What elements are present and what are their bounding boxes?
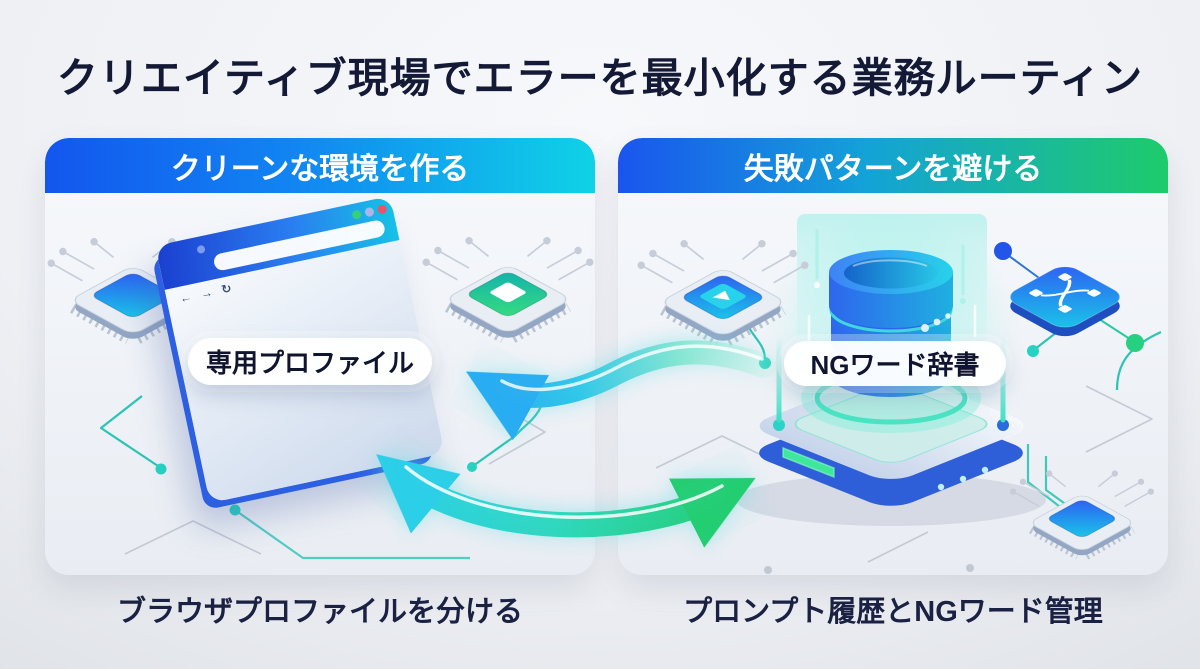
right-panel-header-label: 失敗パターンを避ける	[743, 152, 1043, 186]
traffic-light-green-icon	[351, 209, 363, 221]
network-node-icon	[994, 242, 1144, 352]
right-label-text: NGワード辞書	[810, 350, 980, 380]
cpu-chip-play-icon	[630, 236, 816, 382]
left-label-text: 専用プロファイル	[205, 348, 414, 378]
right-caption: プロンプト履歴とNGワード管理	[683, 596, 1103, 628]
left-panel-header-label: クリーンな環境を作る	[170, 152, 470, 186]
right-label-pill: NGワード辞書	[784, 341, 1006, 386]
cpu-chip-icon	[45, 234, 226, 380]
browser-address-bar	[212, 218, 387, 272]
traffic-light-blue-icon	[364, 206, 375, 218]
page-title: クリエイティブ現場でエラーを最小化する業務ルーティン	[56, 55, 1144, 101]
cpu-chip-green-icon	[415, 233, 595, 379]
tab-dot-icon	[196, 244, 206, 255]
panel-avoid-failure: 失敗パターンを避ける	[618, 138, 1168, 575]
left-panel-header: クリーンな環境を作る	[45, 138, 595, 193]
left-caption: ブラウザプロファイルを分ける	[116, 596, 523, 628]
traffic-light-red-icon	[376, 204, 388, 215]
right-panel-header: 失敗パターンを避ける	[618, 138, 1168, 193]
browser-title-bar	[155, 195, 400, 290]
left-label-pill: 専用プロファイル	[188, 338, 432, 385]
cpu-chip-small-icon	[1004, 467, 1160, 575]
